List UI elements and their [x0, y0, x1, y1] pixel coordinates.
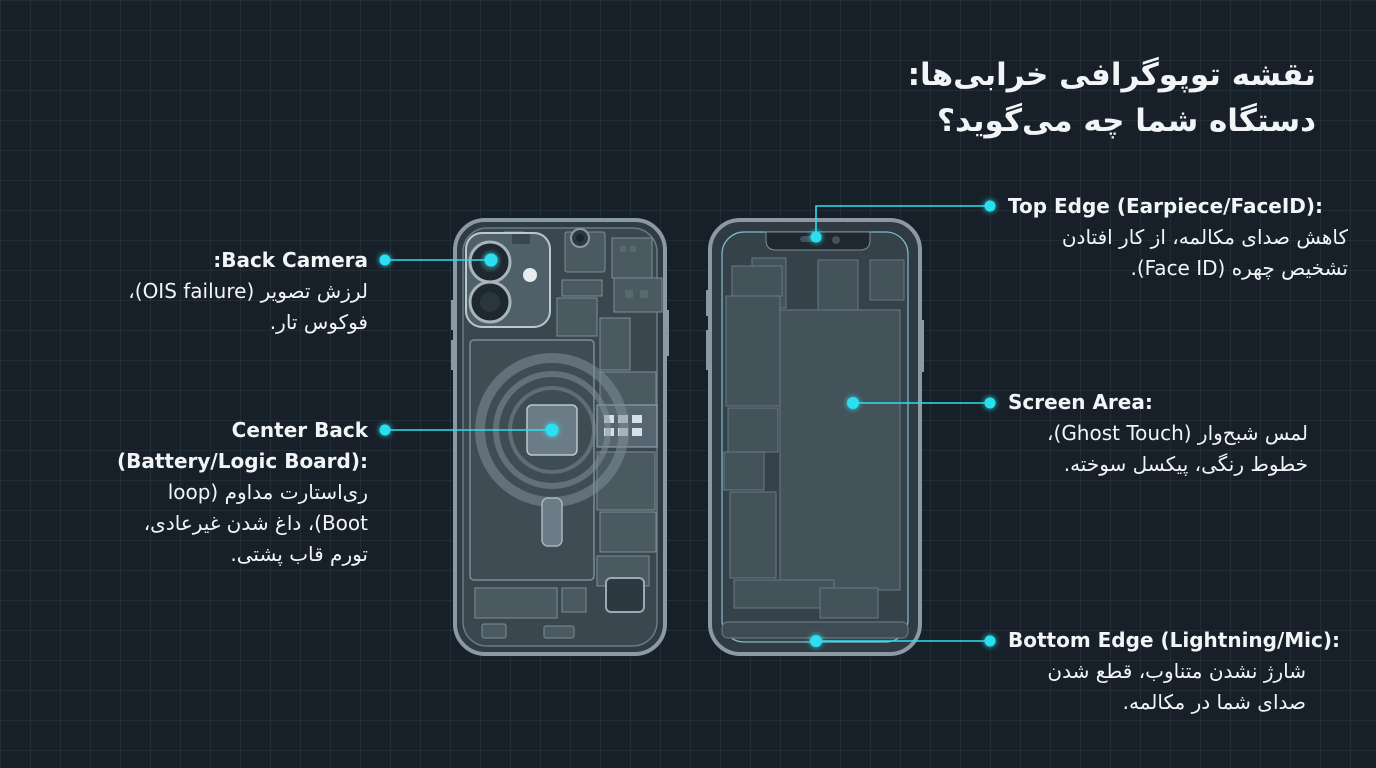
- callout-top-edge-text-1: کاهش صدای مکالمه، از کار افتادن: [1061, 225, 1348, 249]
- title-line-2: دستگاه شما چه می‌گوید؟: [937, 103, 1316, 139]
- page-title: نقشه توپوگرافی خرابی‌ها: دستگاه شما چه م…: [716, 52, 1316, 144]
- marker-top-edge-start: [984, 200, 996, 212]
- title-line-1: نقشه توپوگرافی خرابی‌ها:: [907, 57, 1316, 93]
- callout-bottom-edge: Bottom Edge (Lightning/Mic): شارژ نشدن م…: [1008, 625, 1348, 718]
- callout-screen-area-heading: Screen Area:: [1008, 390, 1153, 414]
- callout-back-camera: :Back Camera لرزش تصویر (OIS failure)، ف…: [8, 245, 368, 338]
- callout-center-back-text-1: ری‌استارت مداوم (loop: [167, 480, 368, 504]
- marker-back-camera-end: [484, 253, 498, 267]
- phone-back-illustration: [451, 218, 669, 656]
- marker-top-edge-end: [810, 231, 822, 243]
- callout-back-camera-text-1: لرزش تصویر (OIS failure)،: [128, 279, 368, 303]
- callout-center-back-heading-1: Center Back: [231, 418, 368, 442]
- marker-bottom-edge-end: [810, 635, 822, 647]
- callout-top-edge-text-2: تشخیص چهره (Face ID).: [1130, 256, 1348, 280]
- callout-center-back-text-3: تورم قاب پشتی.: [230, 542, 368, 566]
- callout-screen-area: Screen Area: لمس شبح‌وار (Ghost Touch)، …: [1008, 387, 1308, 480]
- marker-screen-area-end: [847, 397, 859, 409]
- marker-screen-area-start: [984, 397, 996, 409]
- marker-center-back-end: [545, 423, 559, 437]
- callout-bottom-edge-heading: Bottom Edge (Lightning/Mic):: [1008, 628, 1341, 652]
- callout-center-back-heading-2: (Battery/Logic Board):: [116, 449, 368, 473]
- callout-top-edge: Top Edge (Earpiece/FaceID): کاهش صدای مک…: [1008, 191, 1348, 284]
- marker-bottom-edge-start: [984, 635, 996, 647]
- callout-back-camera-text-2: فوکوس تار.: [269, 310, 368, 334]
- marker-center-back-start: [379, 424, 391, 436]
- callout-top-edge-heading: Top Edge (Earpiece/FaceID):: [1008, 194, 1324, 218]
- connector-lines: [385, 205, 988, 642]
- callout-screen-area-text-2: خطوط رنگی، پیکسل سوخته.: [1063, 452, 1308, 476]
- phone-front-illustration: [706, 218, 924, 656]
- callout-bottom-edge-text-1: شارژ نشدن متناوب، قطع شدن: [1047, 659, 1306, 683]
- callout-center-back-text-2: Boot)، داغ شدن غیرعادی،: [143, 511, 368, 535]
- callout-bottom-edge-text-2: صدای شما در مکالمه.: [1122, 690, 1306, 714]
- hotspot-markers: [379, 200, 996, 647]
- callout-back-camera-heading: :Back Camera: [213, 248, 368, 272]
- marker-back-camera-start: [379, 254, 391, 266]
- callout-screen-area-text-1: لمس شبح‌وار (Ghost Touch)،: [1047, 421, 1308, 445]
- callout-center-back: Center Back (Battery/Logic Board): ری‌اس…: [8, 415, 368, 570]
